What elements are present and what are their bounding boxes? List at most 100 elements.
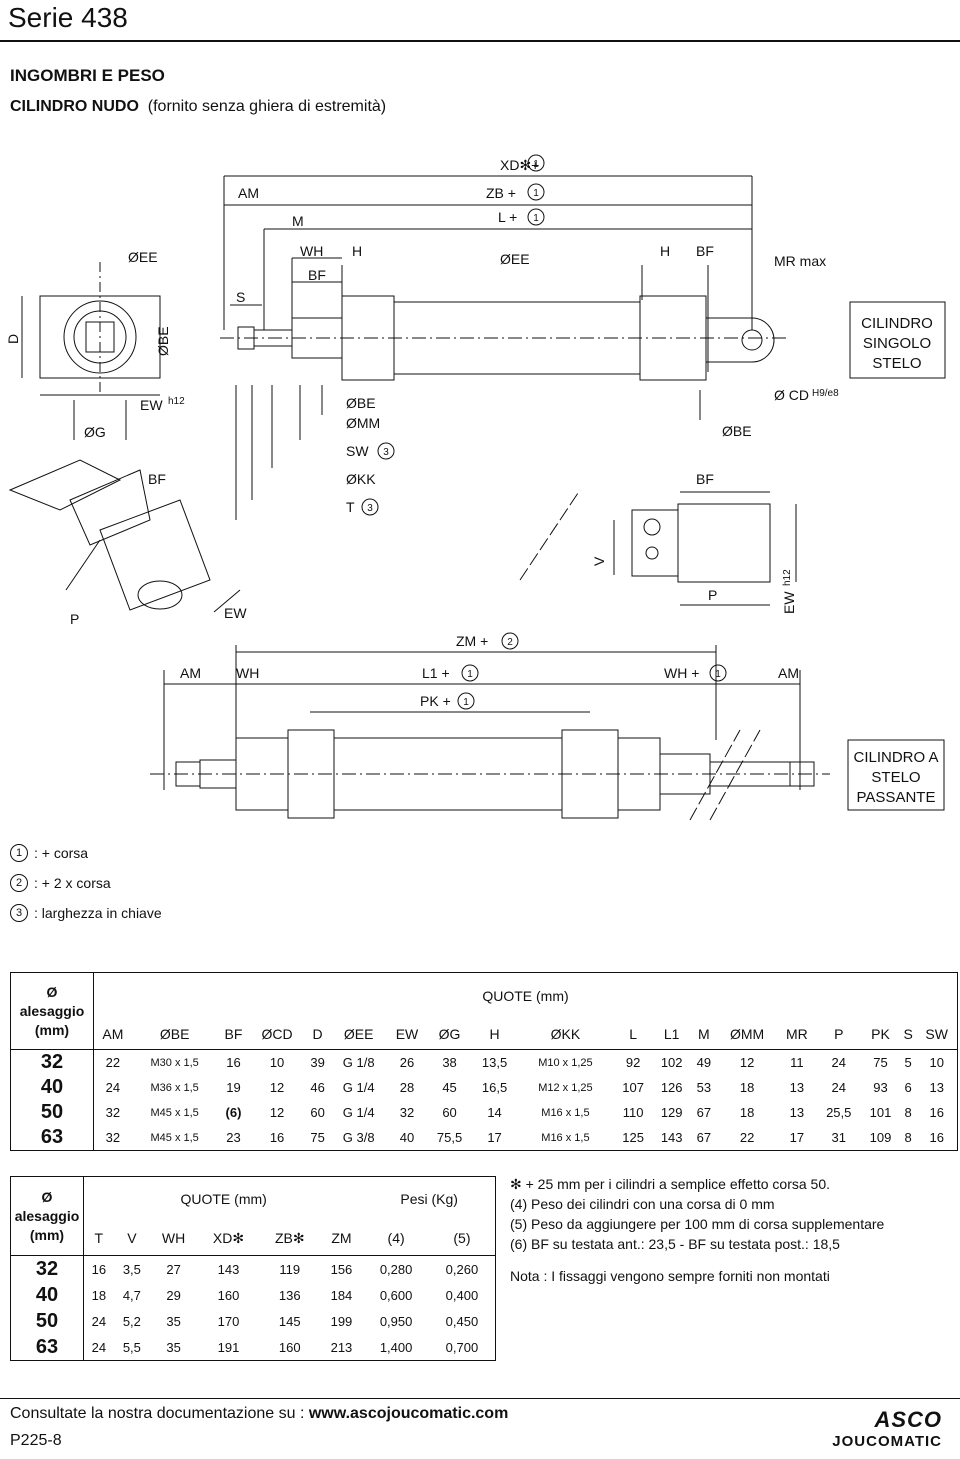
label-ee: ØEE (500, 251, 530, 267)
table-cell: 107 (622, 1080, 644, 1095)
table-cell: 25,5 (826, 1105, 852, 1120)
box-double-rod (847, 739, 945, 811)
table-cell: 38 (442, 1055, 457, 1070)
subtitle-rest: (fornito senza ghiera di estremità) (147, 98, 387, 115)
label-bf-side: BF (696, 471, 714, 487)
column-header: AM (93, 1019, 132, 1050)
label-mr: MR max (774, 253, 826, 269)
label-h12-side: h12 (782, 569, 793, 586)
end-view (21, 262, 161, 440)
bore-cell: 32 (10, 1255, 84, 1282)
notes-block: ✻ + 25 mm per i cilindri a semplice effe… (510, 1174, 884, 1286)
marker-3a (377, 442, 395, 460)
table-cell: 143 (217, 1261, 240, 1277)
table-cell: 13 (789, 1080, 805, 1095)
column-header: PK (861, 1019, 900, 1050)
marker-2-text: 2 (507, 637, 513, 648)
technical-drawing: XD✻+ ZB + L + AM M WH H BF ØEE H BF MR m… (5, 154, 946, 821)
table-cell: 32 (105, 1130, 121, 1145)
table-cell: G 3/8 (342, 1130, 375, 1145)
marker-1c-text: 1 (463, 697, 469, 708)
column-header: ØCD (249, 1019, 305, 1050)
label-m: M (292, 213, 304, 229)
table-cell: 17 (487, 1130, 502, 1145)
table-cell: 17 (789, 1130, 805, 1145)
label-pk: PK + (420, 693, 451, 709)
marker-3a-text: 3 (383, 447, 389, 458)
legend-circle-2: 2 (10, 874, 28, 892)
page-number: P225-8 (10, 1432, 62, 1449)
section-title: INGOMBRI E PESO (10, 66, 165, 85)
label-mm: ØMM (346, 415, 380, 431)
table-cell: 16 (929, 1105, 944, 1120)
label-kk: ØKK (346, 471, 376, 487)
table-cell: 1,400 (379, 1339, 413, 1355)
table-cell: 75 (310, 1130, 325, 1145)
marker-top-1-text: 1 (533, 159, 539, 170)
bore-header-1: Ø (46, 983, 58, 1000)
table-cell: 18 (739, 1105, 755, 1120)
table-cell: 93 (873, 1080, 888, 1095)
column-header: M (690, 1019, 717, 1050)
table-cell: 5,2 (122, 1313, 141, 1329)
table-cell: 129 (660, 1105, 683, 1120)
table-cell: 8 (904, 1105, 912, 1120)
table-cell: 136 (278, 1287, 301, 1303)
column-header: T (83, 1221, 114, 1256)
table-cell: 0,600 (379, 1287, 413, 1303)
bore-header-3: (mm) (34, 1021, 70, 1038)
marker-top-2-text: 1 (533, 188, 539, 199)
column-header: ØEE (330, 1019, 387, 1050)
cylinder-body (220, 295, 790, 381)
marker-1b-text: 1 (715, 669, 721, 680)
label-bf2: BF (696, 243, 714, 259)
table-cell: 13 (789, 1105, 805, 1120)
label-h: H (352, 243, 362, 259)
column-header: SW (916, 1019, 958, 1050)
table-cell: 75 (873, 1055, 888, 1070)
label-bf: BF (308, 267, 326, 283)
marker-top-1 (527, 154, 545, 172)
label-v: V (591, 556, 607, 566)
side-view (519, 489, 797, 606)
weights-group-header: Pesi (Kg) (400, 1191, 458, 1207)
label-p-side: P (708, 587, 717, 603)
double-rod-dimensions (163, 645, 801, 790)
legend-item-3: 3: larghezza in chiave (10, 904, 162, 922)
bore-header-2: alesaggio (19, 1002, 85, 1019)
label-ee-left: ØEE (128, 249, 158, 265)
table-cell: 31 (831, 1130, 846, 1145)
label-ew-iso: EW (224, 605, 247, 621)
label-be-left: ØBE (155, 326, 171, 356)
table-cell: 19 (226, 1080, 241, 1095)
label-wh: WH (300, 243, 323, 259)
column-header: ZB✻ (259, 1221, 320, 1256)
bore-header-b2: alesaggio (14, 1207, 80, 1224)
marker-1b (709, 664, 727, 682)
table-cell: 24 (91, 1339, 107, 1355)
table-cell: 60 (442, 1105, 457, 1120)
table-cell: 29 (166, 1287, 181, 1303)
bore-cell: 40 (10, 1075, 94, 1100)
subtitle-bold: CILINDRO NUDO (10, 98, 139, 115)
column-header: L1 (652, 1019, 691, 1050)
footer-link[interactable]: www.ascojoucomatic.com (308, 1405, 509, 1422)
column-header: ØMM (716, 1019, 778, 1050)
label-be-right: ØBE (722, 423, 752, 439)
bore-cell: 40 (10, 1282, 84, 1308)
box1-line2: SINGOLO (863, 335, 931, 352)
table-cell: 75,5 (436, 1130, 463, 1145)
label-p-iso: P (70, 611, 79, 627)
label-h9e8: H9/e8 (812, 388, 839, 399)
label-ew-side: EW (781, 591, 797, 614)
table-cell: 16 (929, 1130, 944, 1145)
page-header: Serie 438 (0, 0, 960, 42)
table-cell: 35 (166, 1339, 181, 1355)
label-t: T (346, 499, 355, 515)
table-cell: 0,950 (379, 1313, 413, 1329)
marker-2 (501, 632, 519, 650)
footer-divider (0, 1398, 960, 1399)
note-1: ✻ + 25 mm per i cilindri a semplice effe… (510, 1176, 830, 1192)
